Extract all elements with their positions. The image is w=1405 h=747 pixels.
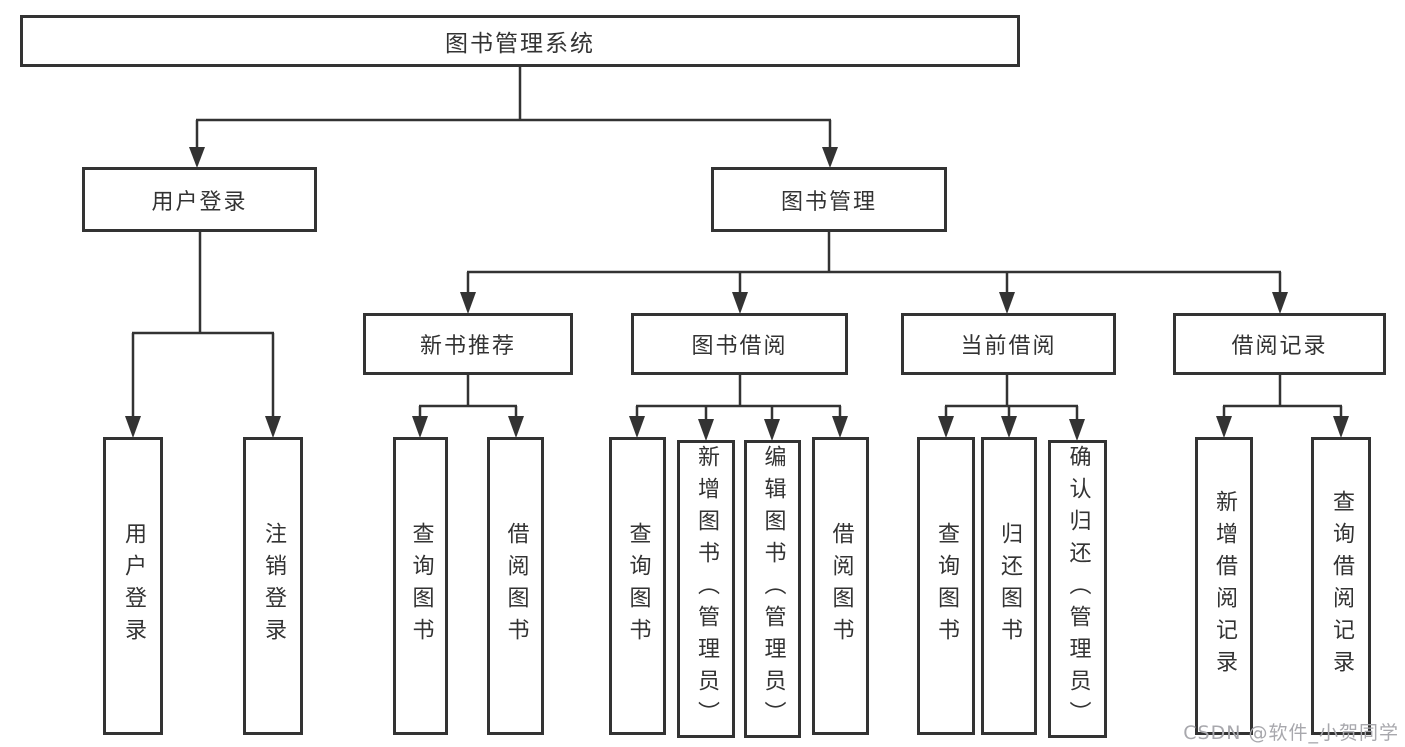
node-confirm-return-admin: 确认归还（管理员） bbox=[1048, 440, 1107, 738]
node-label: 查询图书 bbox=[625, 522, 651, 650]
node-label: 确认归还（管理员） bbox=[1065, 445, 1091, 733]
node-current-borrowing: 当前借阅 bbox=[901, 313, 1116, 375]
node-library-system: 图书管理系统 bbox=[20, 15, 1020, 67]
node-label: 查询图书 bbox=[934, 522, 959, 650]
node-label: 归还图书 bbox=[997, 522, 1022, 650]
node-label: 新书推荐 bbox=[419, 334, 516, 359]
node-logout-action: 注销登录 bbox=[243, 437, 303, 735]
arrowhead-icons bbox=[125, 147, 1349, 441]
node-label: 图书管理系统 bbox=[445, 31, 595, 57]
node-label: 用户登录 bbox=[121, 522, 146, 650]
node-query-borrow-record: 查询借阅记录 bbox=[1311, 437, 1371, 735]
node-user-login-action: 用户登录 bbox=[103, 437, 163, 735]
node-query-books: 查询图书 bbox=[609, 437, 666, 735]
node-book-borrowing: 图书借阅 bbox=[631, 313, 848, 375]
node-add-borrow-record: 新增借阅记录 bbox=[1195, 437, 1253, 735]
node-add-books-admin: 新增图书（管理员） bbox=[677, 440, 735, 738]
node-book-management: 图书管理 bbox=[711, 167, 947, 232]
node-label: 新增借阅记录 bbox=[1212, 490, 1237, 682]
node-label: 借阅图书 bbox=[503, 522, 529, 650]
node-query-books: 查询图书 bbox=[917, 437, 975, 735]
node-edit-books-admin: 编辑图书（管理员） bbox=[744, 440, 801, 738]
csdn-watermark: CSDN @软件_小贺同学 bbox=[1183, 722, 1399, 744]
node-label: 当前借阅 bbox=[960, 334, 1057, 359]
node-borrow-records: 借阅记录 bbox=[1173, 313, 1386, 375]
node-label: 图书借阅 bbox=[691, 334, 788, 359]
node-query-books: 查询图书 bbox=[393, 437, 448, 735]
node-label: 用户登录 bbox=[151, 189, 248, 215]
node-label: 编辑图书（管理员） bbox=[760, 445, 786, 733]
node-label: 新增图书（管理员） bbox=[694, 445, 719, 733]
node-borrow-books: 借阅图书 bbox=[487, 437, 544, 735]
node-label: 借阅记录 bbox=[1231, 334, 1328, 359]
node-label: 注销登录 bbox=[261, 522, 286, 650]
node-borrow-books: 借阅图书 bbox=[812, 437, 869, 735]
node-label: 图书管理 bbox=[780, 189, 877, 215]
node-user-login: 用户登录 bbox=[82, 167, 317, 232]
node-label: 借阅图书 bbox=[828, 522, 854, 650]
node-return-books: 归还图书 bbox=[981, 437, 1037, 735]
node-label: 查询图书 bbox=[408, 522, 434, 650]
node-new-book-recommend: 新书推荐 bbox=[363, 313, 573, 375]
node-label: 查询借阅记录 bbox=[1329, 490, 1354, 682]
